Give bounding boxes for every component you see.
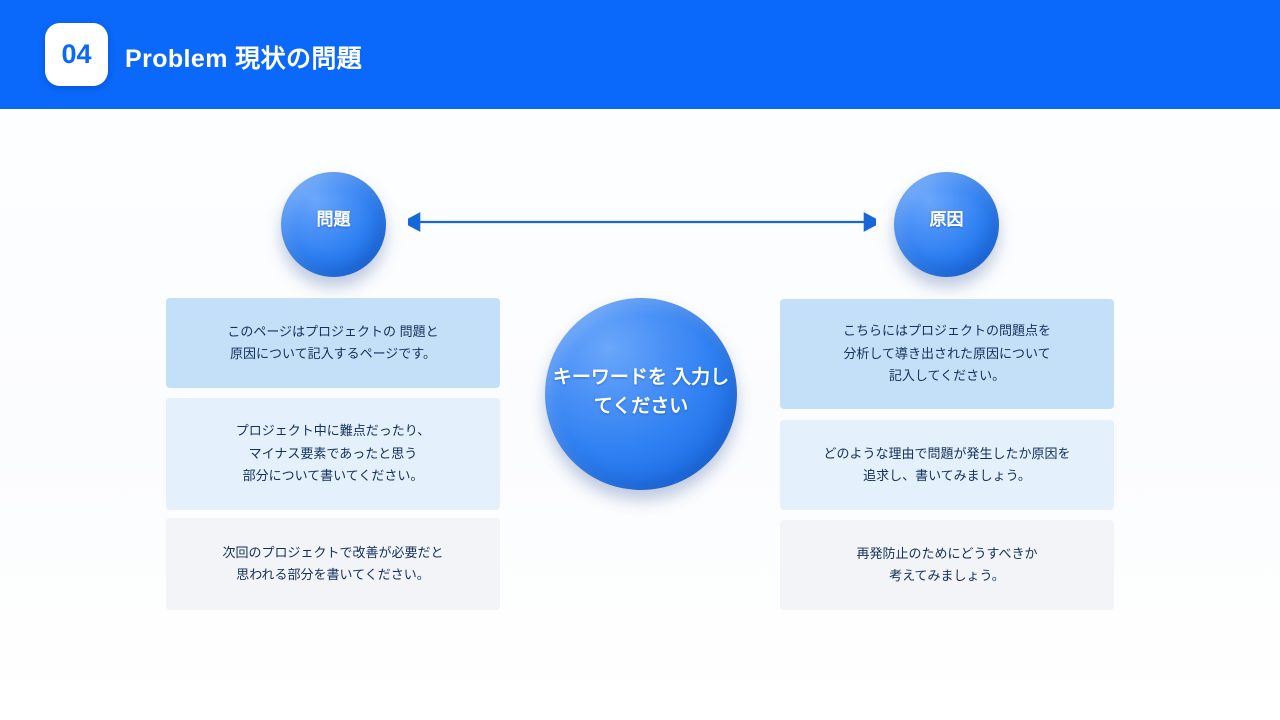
page-title: Problem 現状の問題 bbox=[125, 45, 363, 73]
left-textbox-2[interactable]: プロジェクト中に難点だったり、 マイナス要素であったと思う 部分について書いてく… bbox=[166, 398, 500, 510]
connector-arrow bbox=[401, 208, 883, 236]
node-keyword-label: キーワードを 入力してください bbox=[552, 366, 730, 417]
header-bar: 04 Problem 現状の問題 bbox=[0, 0, 1280, 109]
node-cause-label: 原因 bbox=[929, 210, 964, 230]
section-number-badge: 04 bbox=[45, 23, 108, 86]
right-textbox-1[interactable]: こちらにはプロジェクトの問題点を 分析して導き出された原因について 記入してくだ… bbox=[780, 299, 1114, 409]
right-textbox-2[interactable]: どのような理由で問題が発生したか原因を 追求し、書いてみましょう。 bbox=[780, 420, 1114, 510]
double-arrow-icon bbox=[401, 212, 883, 232]
node-cause[interactable]: 原因 bbox=[894, 172, 999, 277]
node-keyword[interactable]: キーワードを 入力してください bbox=[545, 298, 737, 490]
left-textbox-1[interactable]: このページはプロジェクトの 問題と 原因について記入するページです。 bbox=[166, 298, 500, 388]
left-textbox-3[interactable]: 次回のプロジェクトで改善が必要だと 思われる部分を書いてください。 bbox=[166, 518, 500, 610]
node-problem[interactable]: 問題 bbox=[281, 172, 386, 277]
node-problem-label: 問題 bbox=[316, 210, 351, 230]
right-textbox-3[interactable]: 再発防止のためにどうすべきか 考えてみましょう。 bbox=[780, 520, 1114, 610]
section-number-text: 04 bbox=[61, 39, 92, 69]
